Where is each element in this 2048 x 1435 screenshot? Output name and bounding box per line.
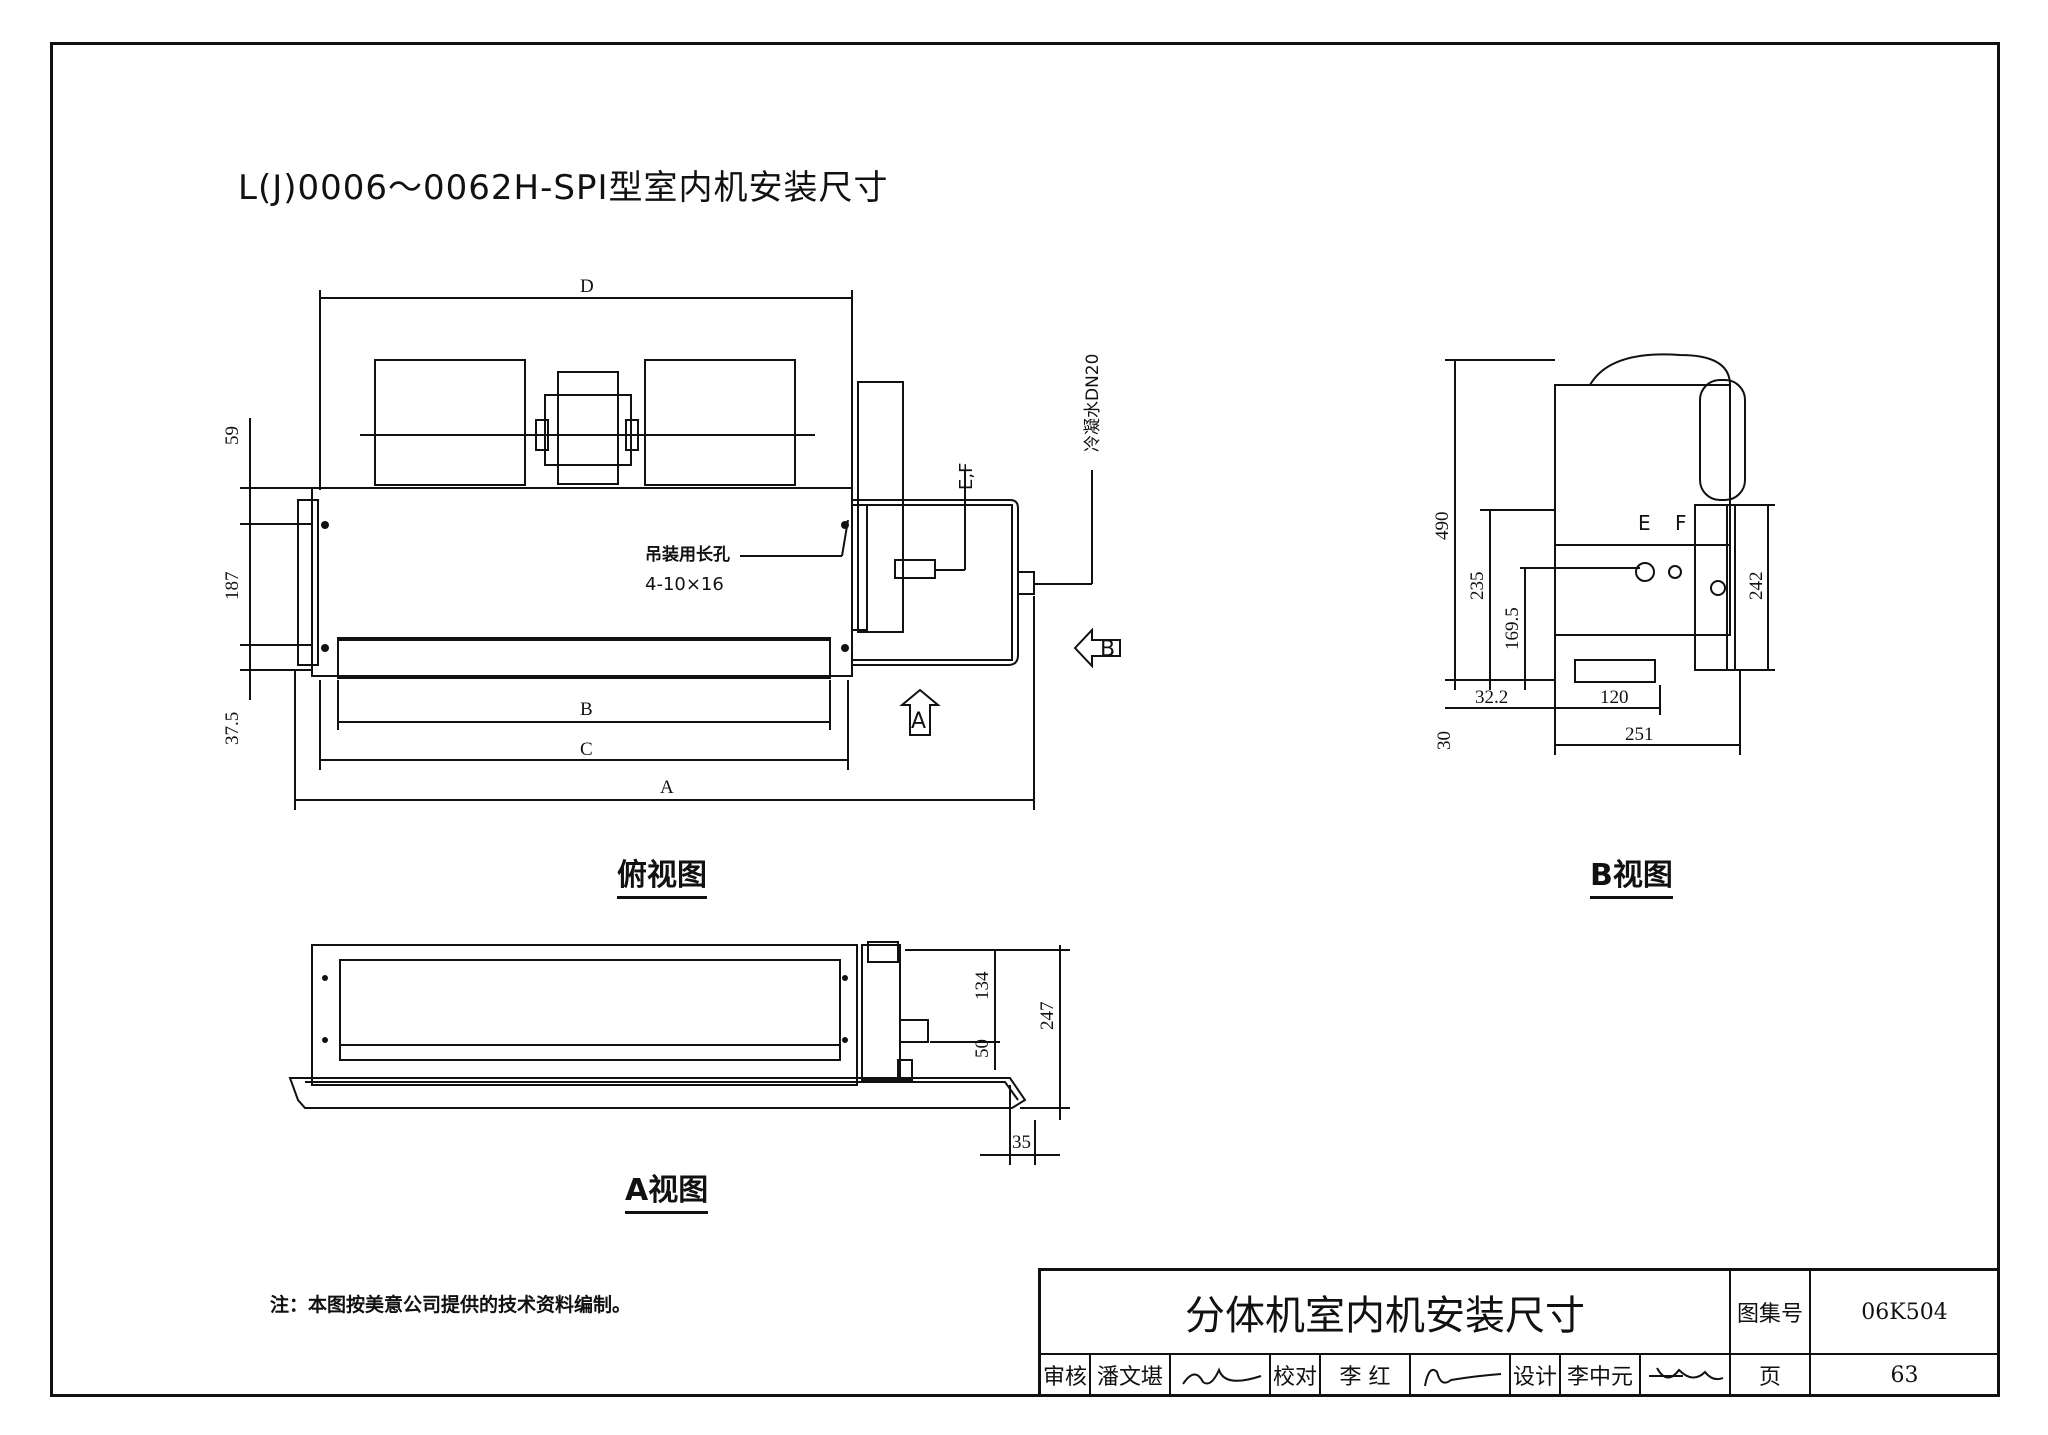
atlas-number: 06K504: [1811, 1271, 2000, 1355]
arrow-a-label: A: [911, 709, 926, 734]
a-view-caption: A视图: [625, 1165, 709, 1214]
drawing-title: L(J)0006～0062H-SPI型室内机安装尺寸: [238, 168, 889, 208]
design-label: 设计: [1511, 1355, 1561, 1397]
dim-30: 30: [1434, 731, 1455, 750]
designer-name: 李中元: [1561, 1355, 1641, 1397]
dim-490: 490: [1432, 512, 1453, 541]
b-view-f-label: F: [1675, 511, 1687, 535]
dim-c: C: [580, 739, 593, 760]
a-view-drawing: [288, 941, 1070, 1165]
drawing-name: 分体机室内机安装尺寸: [1041, 1271, 1731, 1355]
arrow-b-label: B: [1100, 637, 1115, 662]
title-block: 分体机室内机安装尺寸 图集号 06K504 审核 潘文堪 校对 李 红 设计 李…: [1038, 1268, 2000, 1397]
page-number: 63: [1811, 1355, 2000, 1397]
dim-37-5: 37.5: [222, 712, 243, 745]
dim-247: 247: [1037, 1002, 1058, 1031]
check-label: 校对: [1271, 1355, 1321, 1397]
condensate-label: 冷凝水DN20: [1083, 354, 1103, 452]
dim-59: 59: [222, 426, 243, 445]
reviewer-signature: [1171, 1355, 1271, 1397]
dim-32-2: 32.2: [1475, 687, 1508, 708]
checker-name: 李 红: [1321, 1355, 1411, 1397]
dim-134: 134: [972, 971, 993, 1000]
dim-a: A: [660, 777, 674, 798]
dim-235: 235: [1467, 572, 1488, 601]
reviewer-name: 潘文堪: [1091, 1355, 1171, 1397]
b-view-drawing: [1445, 353, 1775, 755]
dim-d: D: [580, 276, 594, 297]
dim-169-5: 169.5: [1502, 607, 1523, 650]
checker-signature: [1411, 1355, 1511, 1397]
dim-50: 50: [972, 1039, 993, 1058]
note-text: 注：本图按美意公司提供的技术资料编制。: [270, 1294, 632, 1316]
drawing-frame: [50, 42, 2000, 1397]
dim-251: 251: [1625, 724, 1654, 745]
designer-signature: [1641, 1355, 1731, 1397]
dim-187: 187: [222, 572, 243, 601]
hanging-hole-spec: 4-10×16: [645, 574, 724, 595]
atlas-label: 图集号: [1731, 1271, 1811, 1355]
page-label: 页: [1731, 1355, 1811, 1397]
dim-120: 120: [1600, 687, 1629, 708]
dim-b: B: [580, 699, 593, 720]
ef-label: E,F: [956, 463, 977, 490]
b-view-caption: B视图: [1590, 850, 1673, 899]
b-view-e-label: E: [1638, 511, 1651, 535]
dim-35: 35: [1012, 1132, 1031, 1153]
dim-242: 242: [1746, 572, 1767, 601]
review-label: 审核: [1041, 1355, 1091, 1397]
top-view-drawing: [240, 290, 1121, 810]
top-view-caption: 俯视图: [617, 850, 707, 899]
hanging-hole-label: 吊装用长孔: [645, 544, 730, 565]
screw-marks: [321, 521, 849, 1043]
